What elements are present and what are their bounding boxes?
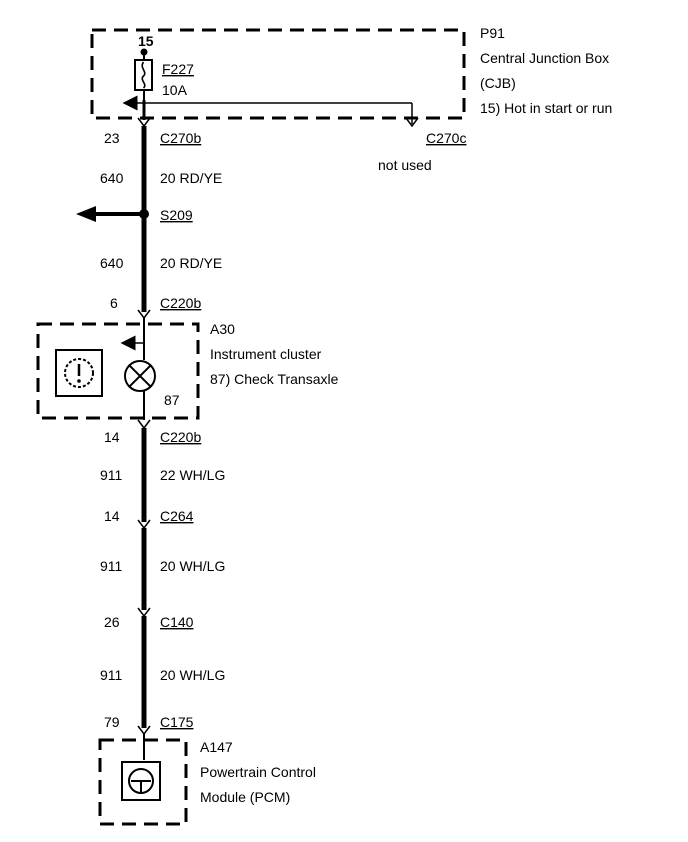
c175-pin-label: 79 (104, 714, 120, 730)
cjb-id-label: P91 (480, 25, 505, 41)
wire5-circuit-label: 911 (100, 667, 123, 683)
fuse-element (141, 61, 146, 89)
c220b-out-pin-label: 14 (104, 429, 120, 445)
splice-branch-arrow-icon (76, 206, 96, 222)
cluster-id-label: A30 (210, 321, 235, 337)
c264-connector-label: C264 (160, 508, 194, 524)
cluster-circuit-note: 87) Check Transaxle (210, 371, 339, 387)
pcm-id-label: A147 (200, 739, 233, 755)
fuse-id-label: F227 (162, 61, 194, 77)
wire2-spec-label: 20 RD/YE (160, 255, 222, 271)
cluster-name-label: Instrument cluster (210, 346, 322, 362)
wire5-spec-label: 20 WH/LG (160, 667, 225, 683)
cjb-name-line1: Central Junction Box (480, 50, 609, 66)
c270b-connector-label: C270b (160, 130, 201, 146)
pcm-name-line2: Module (PCM) (200, 789, 290, 805)
wire2-circuit-label: 640 (100, 255, 124, 271)
pcm-name-line1: Powertrain Control (200, 764, 316, 780)
wire3-spec-label: 22 WH/LG (160, 467, 225, 483)
wire1-circuit-label: 640 (100, 170, 124, 186)
c220b-out-connector-mark (137, 419, 151, 430)
fuse-rating-label: 10A (162, 82, 188, 98)
cluster-box (36, 322, 200, 420)
cjb-name-line2: (CJB) (480, 75, 516, 91)
cjb-pin-label: 15 (138, 33, 154, 49)
pcm-box (98, 738, 188, 826)
wire4-spec-label: 20 WH/LG (160, 558, 225, 574)
c140-connector-label: C140 (160, 614, 194, 630)
lamp-icon (124, 360, 156, 392)
cluster-pin-label: 87 (164, 392, 180, 408)
cjb-circuit-note: 15) Hot in start or run (480, 100, 612, 116)
transaxle-warning-icon (55, 349, 103, 397)
c220b-in-pin-label: 6 (110, 295, 118, 311)
c270c-connector-label: C270c (426, 130, 466, 146)
splice-id-label: S209 (160, 207, 193, 223)
c220b-out-connector-label: C220b (160, 429, 201, 445)
c140-pin-label: 26 (104, 614, 120, 630)
c270b-pin-label: 23 (104, 130, 120, 146)
c175-connector-label: C175 (160, 714, 194, 730)
wire4-circuit-label: 911 (100, 558, 123, 574)
cjb-box (90, 28, 466, 120)
wire1-spec-label: 20 RD/YE (160, 170, 222, 186)
c264-pin-label: 14 (104, 508, 120, 524)
c270c-note-label: not used (378, 157, 432, 173)
wire3-circuit-label: 911 (100, 467, 123, 483)
c270c-connector-mark (405, 117, 419, 128)
steering-wheel-icon (121, 761, 161, 801)
c220b-in-connector-label: C220b (160, 295, 201, 311)
